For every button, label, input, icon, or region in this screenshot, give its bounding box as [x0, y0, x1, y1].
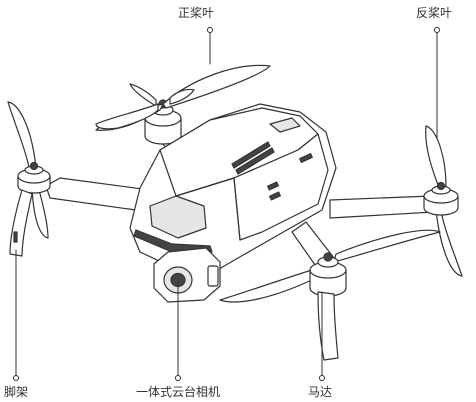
motor-front-right [309, 252, 347, 297]
leader-dot-icon [319, 375, 325, 381]
side-vent [267, 153, 313, 201]
body-latch [269, 117, 301, 133]
leader-dot-icon [175, 375, 181, 381]
leader-dot-icon [207, 27, 213, 33]
front-vent [133, 229, 213, 253]
label-gimbal-camera: 一体式云台相机 [136, 385, 221, 399]
leader-dot-icon [434, 27, 440, 33]
label-forward-propeller: 正桨叶 [178, 6, 215, 20]
propeller-front-right [219, 229, 441, 303]
landing-gear-slot [13, 231, 18, 243]
label-reverse-propeller: 反桨叶 [416, 6, 453, 20]
front-sensor [149, 195, 207, 239]
leader-lines [15, 29, 438, 379]
arm-front-left [45, 177, 151, 213]
motor-back-right [423, 181, 459, 216]
leader-dots [13, 27, 440, 381]
motor-front-left [17, 161, 51, 194]
landing-gear-front-right [317, 291, 339, 361]
label-landing-gear: 脚架 [4, 385, 29, 399]
body-crease [175, 177, 241, 241]
leader-dot-icon [13, 375, 19, 381]
propeller-forward-blade-lower [95, 103, 159, 130]
body-vent [231, 141, 275, 175]
label-motor: 马达 [308, 385, 333, 399]
landing-gear-front-left [9, 189, 33, 257]
propeller-reverse [425, 125, 463, 277]
gimbal-camera [153, 247, 221, 303]
